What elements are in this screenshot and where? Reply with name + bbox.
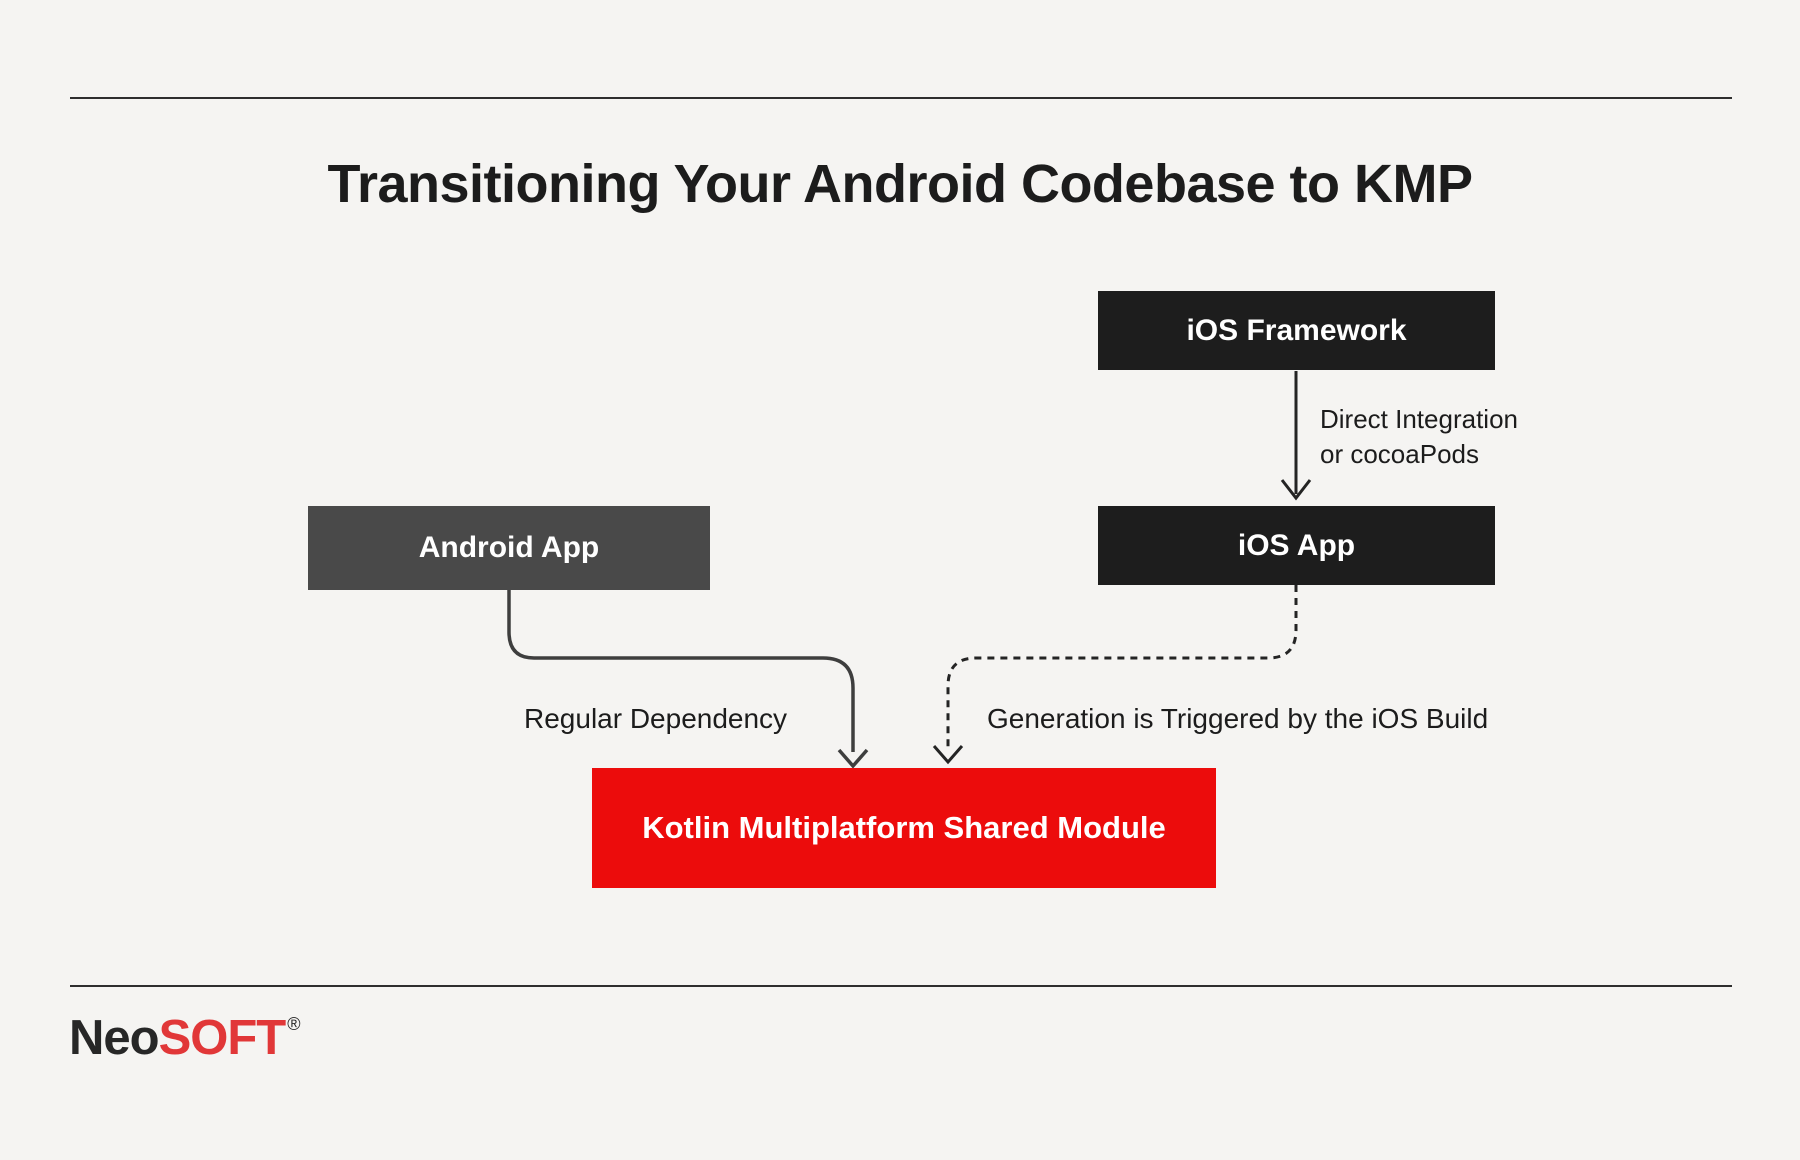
node-android-app: Android App xyxy=(308,506,710,590)
logo-text-neo: Neo xyxy=(69,1011,160,1065)
edge-label-direct-integration: Direct Integration or cocoaPods xyxy=(1320,404,1518,469)
page-title: Transitioning Your Android Codebase to K… xyxy=(327,154,1473,214)
iosapp-to-kmp-dashed-line xyxy=(946,585,1298,748)
edge-label-regular-dependency: Regular Dependency xyxy=(524,703,788,734)
android-to-kmp-arrowhead-icon xyxy=(837,748,869,769)
node-ios-framework-label: iOS Framework xyxy=(1186,313,1407,347)
node-android-app-label: Android App xyxy=(418,531,600,564)
node-kmp-shared-module: Kotlin Multiplatform Shared Module xyxy=(592,768,1216,888)
node-ios-app-label: iOS App xyxy=(1237,528,1356,562)
node-ios-framework: iOS Framework xyxy=(1098,291,1495,370)
edge-label-generation-trigger: Generation is Triggered by the iOS Build xyxy=(987,703,1489,734)
iosapp-to-kmp-arrowhead-icon xyxy=(932,745,964,765)
registered-trademark-icon: ® xyxy=(287,1014,301,1034)
node-kmp-shared-module-label: Kotlin Multiplatform Shared Module xyxy=(642,810,1166,845)
android-to-kmp-line xyxy=(507,590,855,752)
node-ios-app: iOS App xyxy=(1098,506,1495,585)
top-divider-line xyxy=(70,97,1732,99)
bottom-divider-line xyxy=(70,985,1732,987)
logo-text-soft: SOFT xyxy=(158,1011,287,1065)
neosoft-logo: NeoSOFT® xyxy=(69,1010,301,1066)
framework-to-iosapp-arrowhead-icon xyxy=(1280,479,1312,501)
